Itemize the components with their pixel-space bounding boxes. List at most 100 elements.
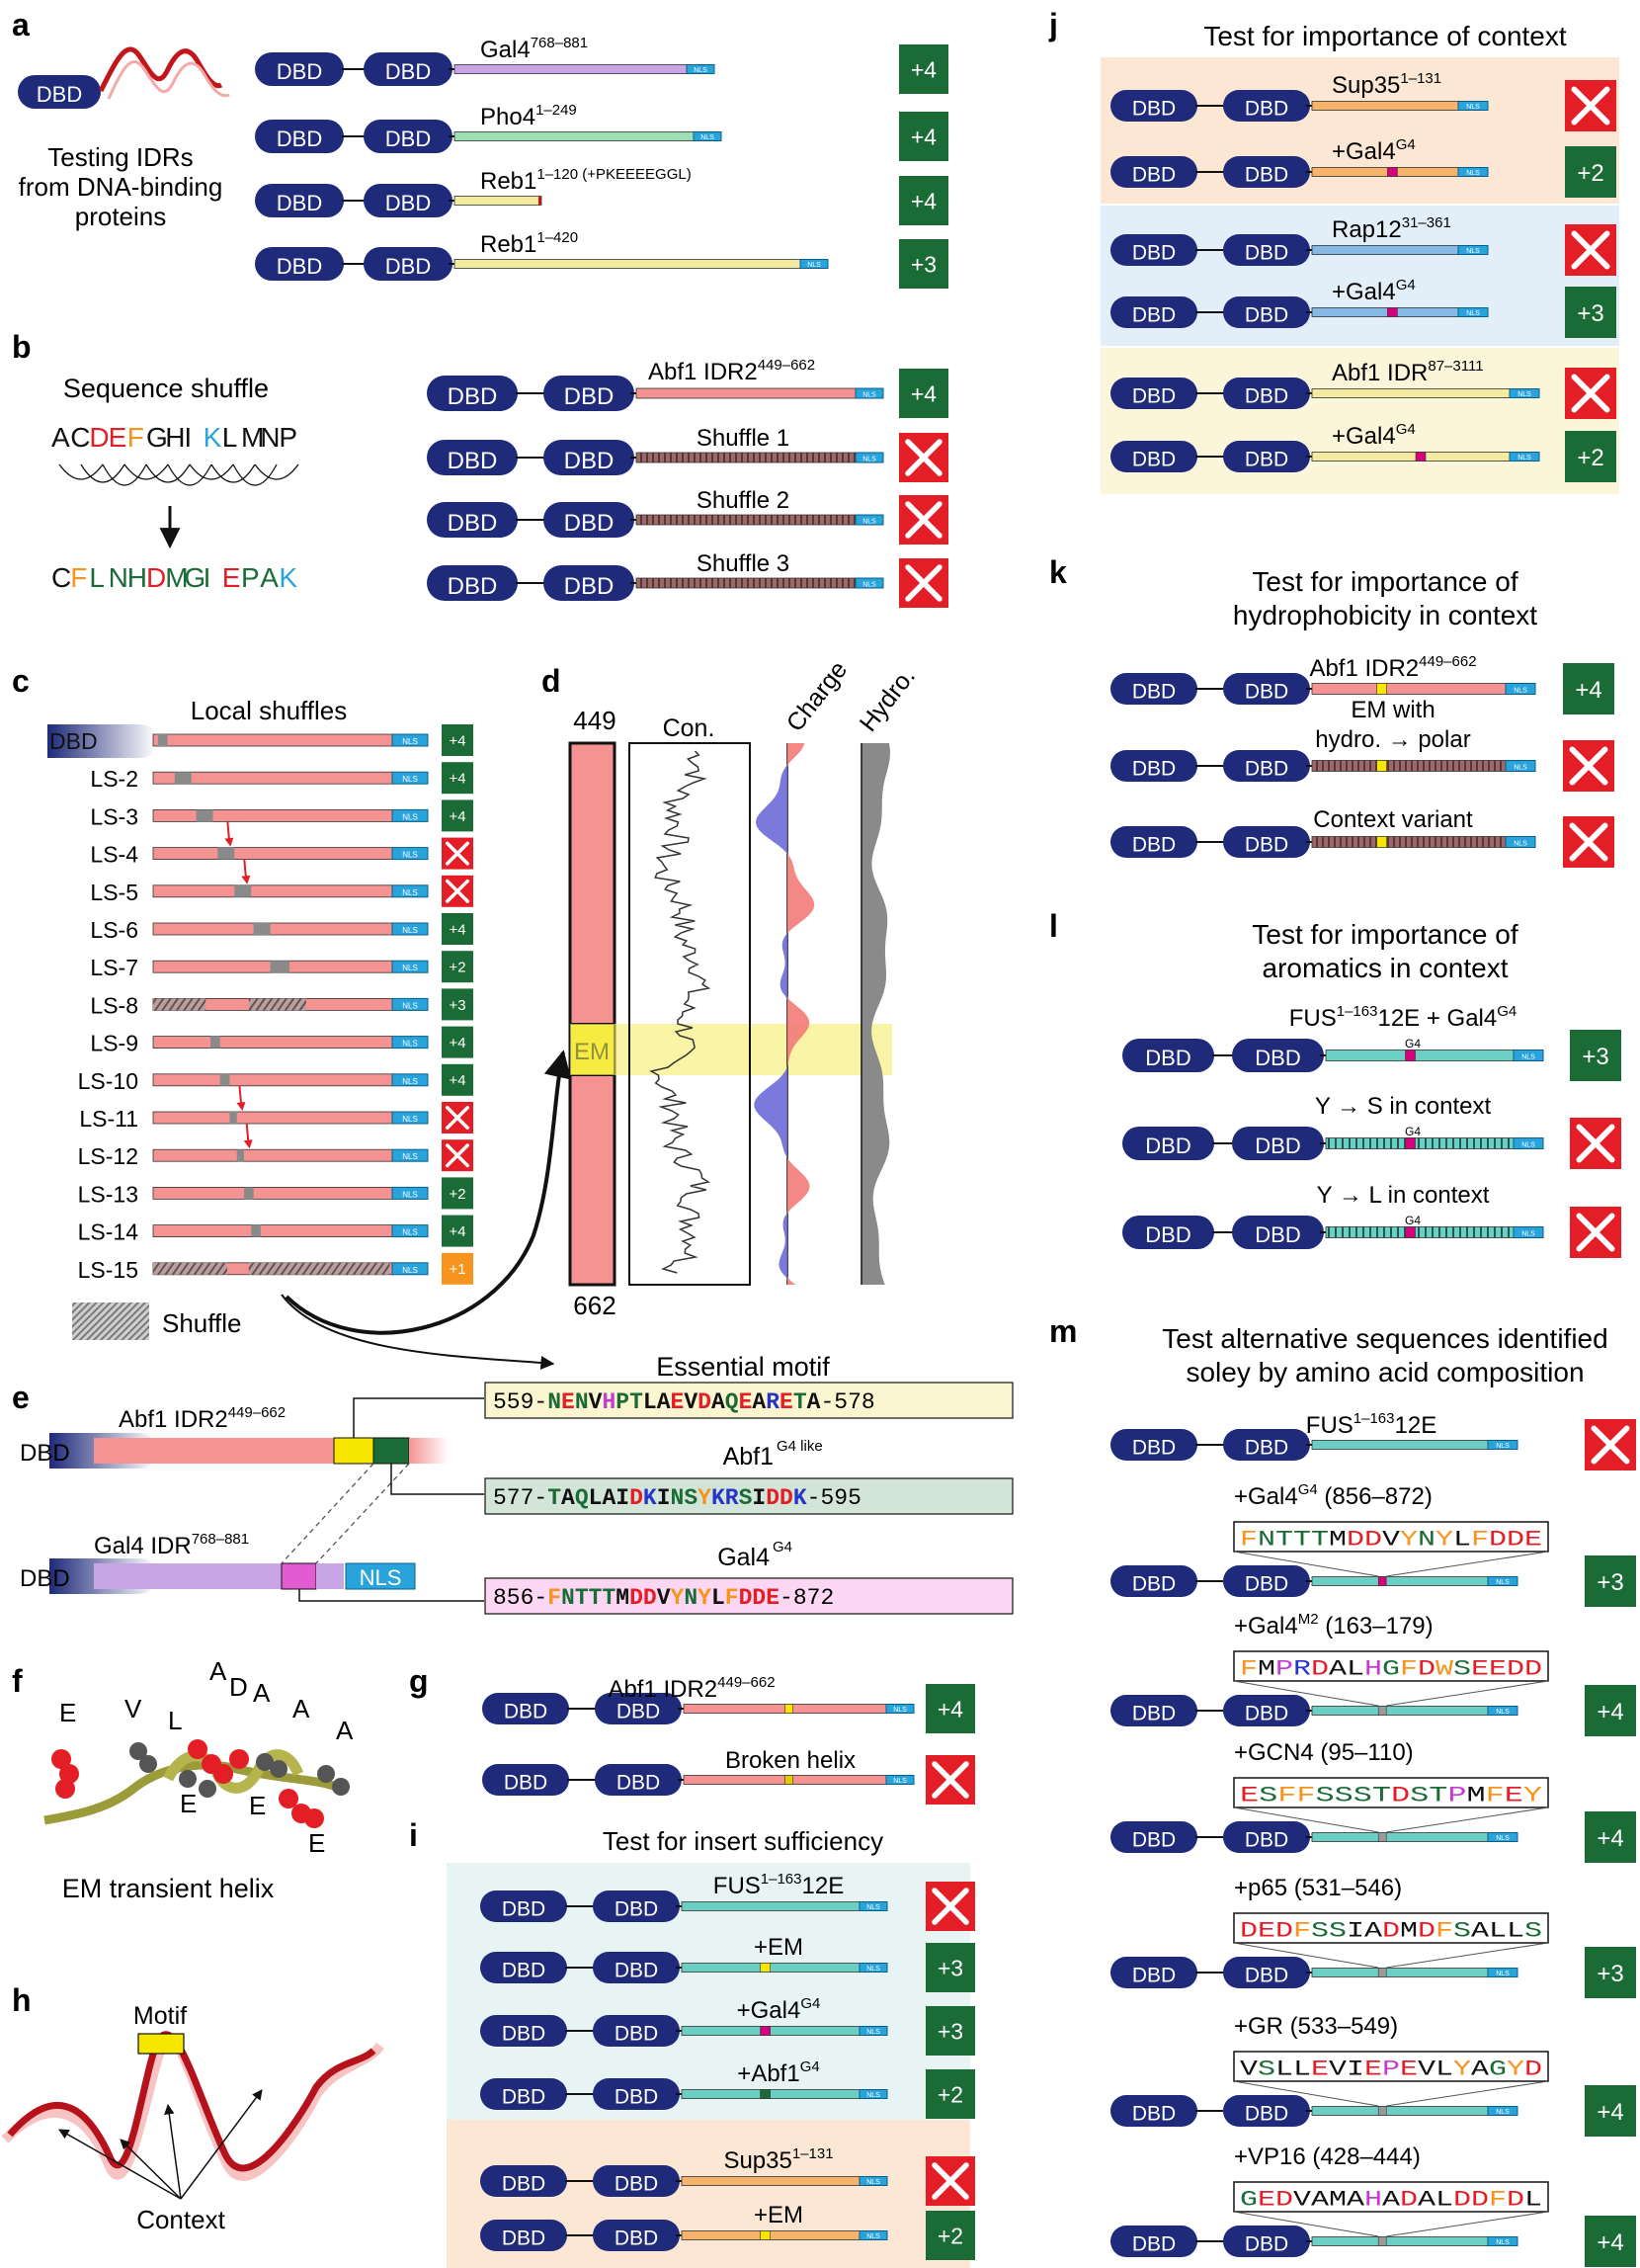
nls-rect [859,2230,888,2240]
ls-shuffled-segment [234,884,252,897]
nls-label: NLS [402,1001,418,1010]
nls-label: NLS [866,2179,880,2186]
dbd-domain-1: DBD [1110,156,1197,188]
dbd-domain-1: DBD [1110,1957,1197,1988]
arrow-to-essential-motif [281,1294,555,1370]
dbd-shape [255,184,344,217]
ls-row-label: LS-10 [78,1068,138,1094]
nls-tag: NLS [859,2176,888,2186]
nls-tag: NLS [391,771,429,785]
dbd-shape [595,1764,682,1796]
result-value: +4 [449,921,465,938]
helix-residue-label: A [336,1716,354,1745]
dbd-domain-1: DBD [480,1952,567,1983]
ls-result: +4 [442,1026,473,1058]
nls-rect [885,1775,915,1785]
ls-shuffled-segment [196,809,213,822]
dbd-label: DBD [1245,385,1288,408]
ls-result: +4 [442,1063,473,1096]
result-value: +2 [449,960,465,976]
nls-rect [1505,836,1536,848]
nls-rect [391,1262,429,1276]
panel-e-abf1-fade [409,1438,449,1464]
dbd-label: DBD [502,1960,545,1982]
nls-tag: NLS [1505,760,1536,772]
alt-seq-connector [1233,1806,1379,1833]
dbd-shape [1223,750,1310,782]
g4-insert [1415,452,1427,462]
panel-a-caption-1: Testing IDRs [47,142,193,172]
seq-bottom-char: I [204,562,211,593]
idr-bar [1311,1576,1489,1586]
red-residue-sphere [229,1749,249,1769]
idr-bar [681,2176,861,2186]
panel-j-result [1565,368,1616,419]
alt-seq-connector [1386,1806,1549,1833]
shuffle-arc [123,463,169,480]
em-insert [784,1775,793,1785]
idr-bar [635,577,857,589]
dbd-domain-2: DBD [364,184,452,217]
nls-tag: NLS [859,1901,888,1911]
nls-label: NLS [402,1152,418,1161]
panel-m-result [1585,1419,1636,1470]
x-cross-icon [446,1106,469,1130]
dbd-label: DBD [448,573,498,600]
reb1-tag [538,196,541,206]
ls-row-label: LS-13 [78,1181,138,1207]
idr-bar [1311,167,1459,177]
dbd-domain-2: DBD [543,502,634,538]
nls-tag: NLS [1513,1137,1544,1149]
ls-bar [152,1036,393,1049]
dbd-label: DBD [615,2173,658,2196]
nls-label: NLS [1496,1971,1510,1977]
result-square [1585,1685,1636,1736]
dbd-shape [1223,826,1310,858]
shuffle-arc [167,463,212,486]
nls-label: NLS [893,1778,907,1785]
dbd-shape [543,502,634,538]
nls-rect [693,131,722,141]
dbd-domain-1: DBD [482,1693,569,1724]
nls-rect [855,387,884,399]
dbd-domain-1: DBD [427,565,518,601]
nls-tag: NLS [855,577,884,589]
panel-a-row-label: Reb11–120 (+PKEEEEGGL) [480,166,692,195]
dbd-label: DBD [1132,164,1176,187]
dbd-domain-1: DBD [1110,750,1197,782]
result-value: +4 [1575,677,1601,704]
dbd-shape [255,120,344,153]
dbd-shape [1110,296,1197,328]
seq-top-char: K [204,422,222,453]
panel-m-result: +4 [1585,1811,1636,1863]
g4-insert [1405,1226,1416,1238]
arrow-to-em [285,1050,572,1335]
x-cross-icon [1576,1213,1615,1252]
panel-i-result: +2 [926,2069,975,2119]
x-cross-icon [446,1143,469,1168]
alt-seq-connector [1386,2211,1549,2237]
panel-l-g4-tag: G4 [1405,1214,1421,1227]
ls-shuffled-segment [236,1149,244,1162]
panel-j-row-label: +Gal4G4 [1332,421,1416,450]
dbd-label: DBD [277,254,322,279]
shuffle-arc [254,463,299,480]
dbd-label: DBD [448,448,498,474]
nls-label: NLS [866,1966,880,1973]
dbd-shape [1223,90,1310,122]
dbd-domain-1: DBD [1110,441,1197,472]
connector-em [353,1397,484,1438]
dbd-domain-1: DBD [1110,234,1197,266]
helix-residue-label: A [253,1678,271,1708]
nls-tag: NLS [391,1262,429,1276]
x-cross-icon [1576,1124,1615,1163]
nls-rect [859,2176,888,2186]
dbd-domain-1: DBD [1110,826,1197,858]
seq-top-char: M [241,422,264,453]
nls-tag: NLS [391,1186,429,1200]
ls-shuffled-segment [229,1112,237,1124]
ls-row-label: LS-9 [90,1031,138,1056]
x-cross-icon [446,841,469,866]
ls-result: +4 [442,799,473,832]
